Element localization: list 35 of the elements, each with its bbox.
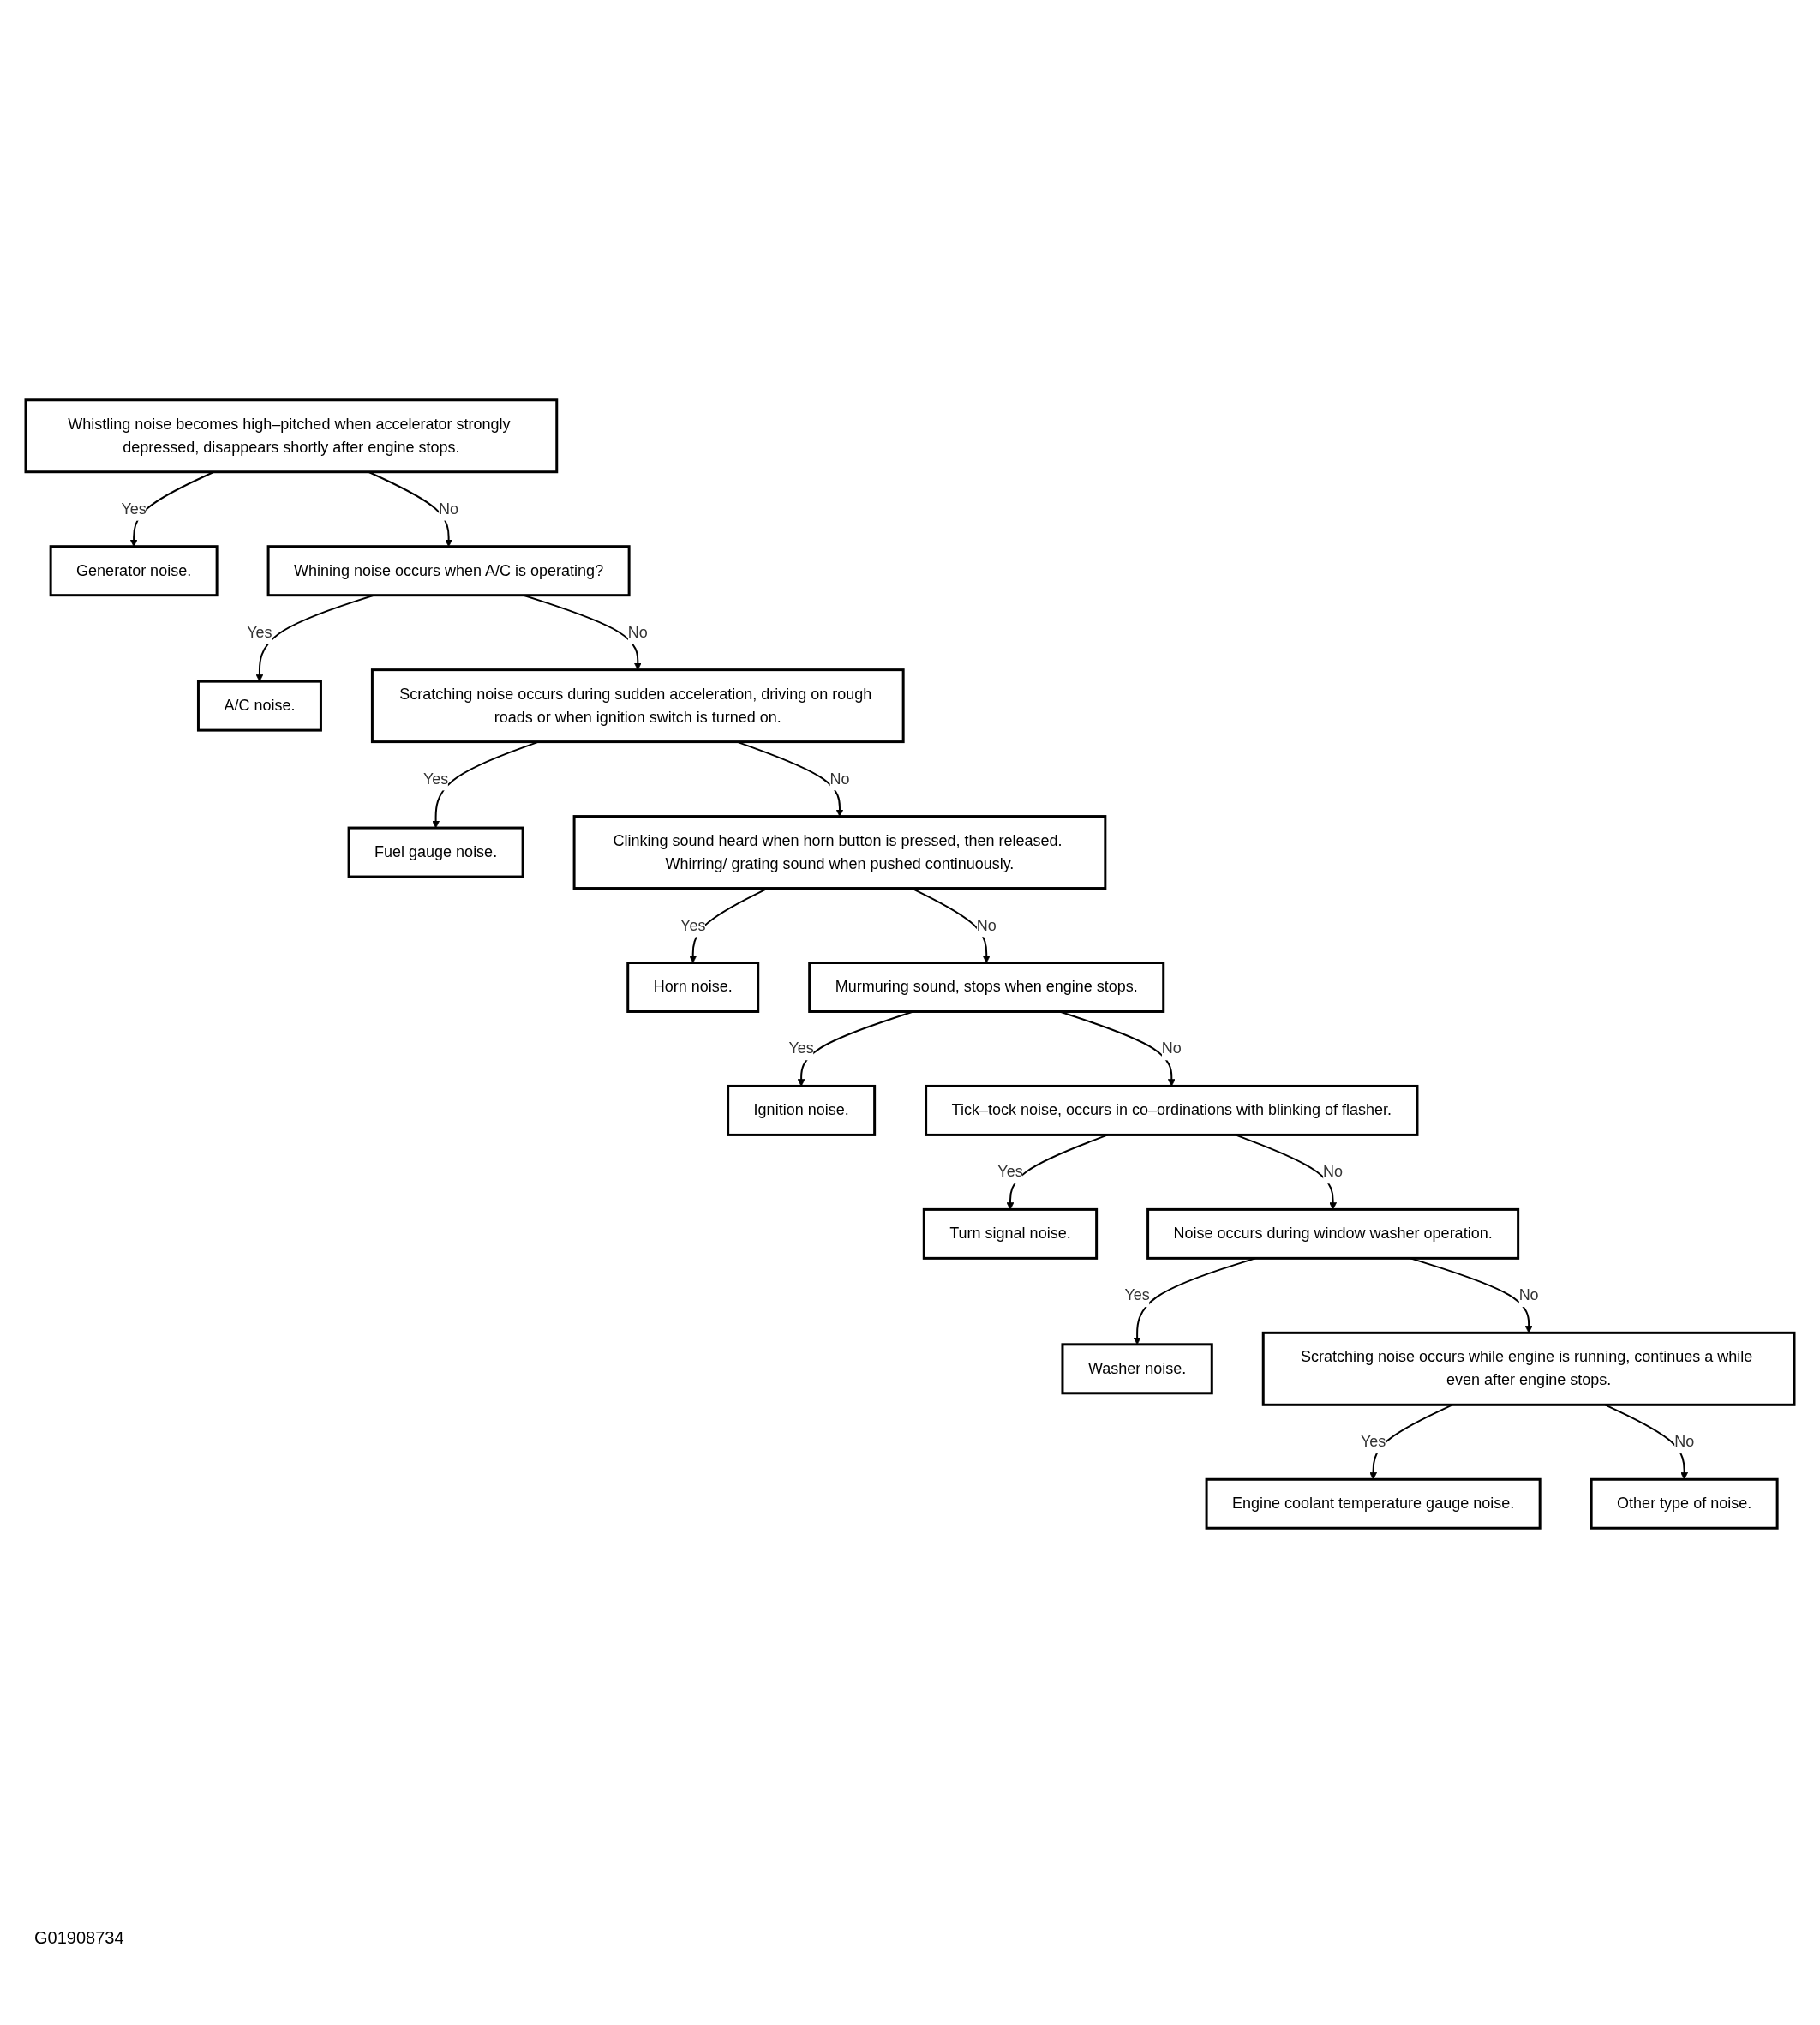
node-box [1261, 1331, 1796, 1406]
edge-label: Yes [997, 1163, 1023, 1181]
node-box [347, 826, 524, 878]
edge-label: Yes [247, 623, 272, 641]
node-box [1061, 1343, 1213, 1395]
node-box [266, 545, 631, 597]
node-box [727, 1084, 877, 1136]
edge-label: No [976, 916, 997, 934]
node-box [572, 815, 1107, 890]
node-box [808, 962, 1165, 1013]
node-box [626, 962, 760, 1013]
edge-label: No [829, 770, 850, 788]
flowchart: Yes No Yes No Yes No Yes No Yes No Yes No Yes No Yes No Whistling noise becomes high–pitched when accelerator strongly depressed, disappears shortly after engine stops. Generator noise. Whining noise occurs when A/C is operating? A/C noise. Scratching noise occurs during sudden acceleration, driving on rough roads or when ignition switch is turned on. Fuel gauge noise. Clinking sound heard when horn button is pressed, then released. Whirring/ grating sound when pushed continuously. Horn noise. Murmuring sound, stops when engine stops. Ignition noise. Tick–tock noise, occurs in co–ordinations with blinking of flasher. Turn signal noise. Noise occurs during window washer operation. Washer noise. Scratching noise occurs while engine is running, continues a while even after engine stops. Engine coolant temperature gauge noise. Other type of noise. [19, 9, 1801, 1920]
node-box [1590, 1477, 1779, 1530]
edge-label: No [1323, 1163, 1344, 1181]
edge-label: Yes [788, 1039, 814, 1057]
edge-label: No [1161, 1039, 1182, 1057]
node-box [925, 1084, 1419, 1136]
node-box [1205, 1477, 1542, 1530]
edge-label: No [1674, 1433, 1695, 1451]
node-box [49, 545, 219, 597]
edge-label: Yes [680, 916, 706, 934]
node-box [196, 680, 322, 732]
edge-label: Yes [121, 500, 147, 518]
edge-label: Yes [422, 770, 449, 788]
edge-label: No [627, 623, 648, 641]
figure-code: G01908734 [34, 1928, 125, 1948]
edge-label: No [1518, 1286, 1539, 1304]
node-box [24, 398, 559, 474]
node-box [922, 1207, 1099, 1260]
edge-label: Yes [1124, 1286, 1150, 1304]
node-box [1146, 1207, 1520, 1260]
node-box [370, 668, 905, 744]
edge-label: No [439, 500, 459, 518]
edge-label: Yes [1360, 1433, 1386, 1451]
